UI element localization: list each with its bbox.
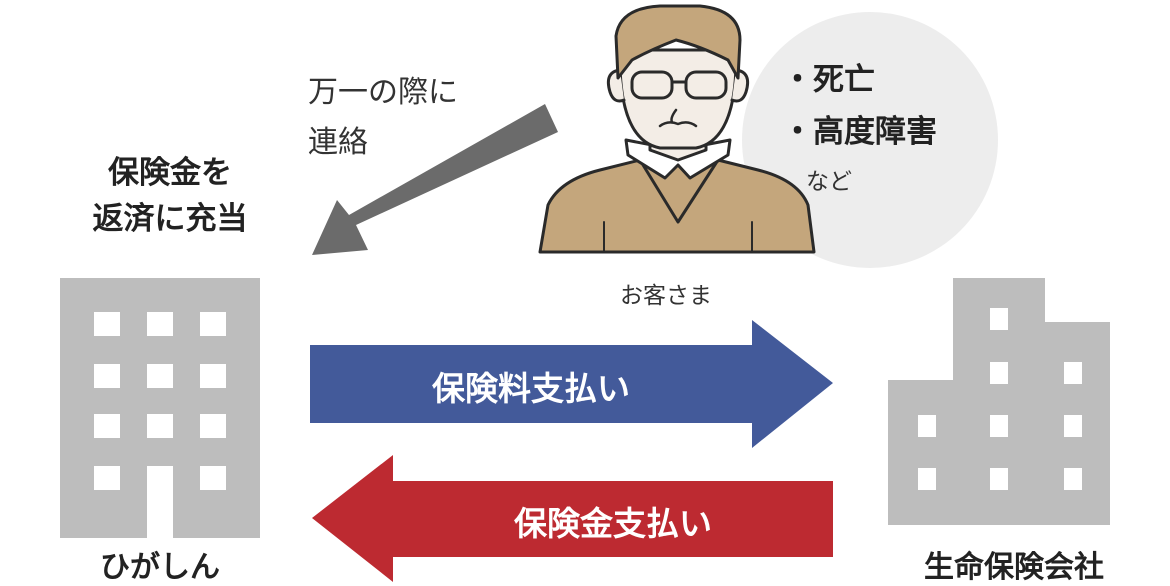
notify-label: 万一の際に 連絡 (308, 68, 458, 168)
benefit-arrow-label: 保険金支払い (514, 504, 712, 543)
event-item: ・高度障害 (782, 114, 937, 150)
insurer-label: 生命保険会社 (924, 550, 1104, 585)
hair (614, 4, 742, 80)
notify-label-line-2: 連絡 (308, 125, 368, 160)
glasses-left (630, 70, 674, 100)
sweater (538, 158, 816, 254)
notify-label-line-1: 万一の際に (308, 75, 458, 110)
event-item: ・死亡 (782, 62, 875, 98)
events-etc: など (806, 169, 852, 195)
benefit-arrow (312, 455, 833, 582)
bank-building-icon (60, 278, 260, 538)
insurer-building-icon (888, 278, 1110, 525)
repay-label-line-1: 保険金を (108, 155, 232, 191)
repay-label-line-2: 返済に充当 (92, 201, 248, 237)
events-list: ・死亡 ・高度障害 (782, 54, 937, 158)
premium-arrow-label: 保険料支払い (432, 369, 630, 408)
premium-arrow (310, 320, 833, 448)
bank-label: ひがしん (100, 550, 220, 585)
repay-label: 保険金を 返済に充当 (55, 150, 285, 242)
customer-label: お客さま (620, 283, 712, 309)
notify-arrow (312, 104, 558, 255)
glasses-right (684, 70, 728, 100)
customer-illustration (538, 4, 816, 254)
v-neck (638, 158, 720, 224)
